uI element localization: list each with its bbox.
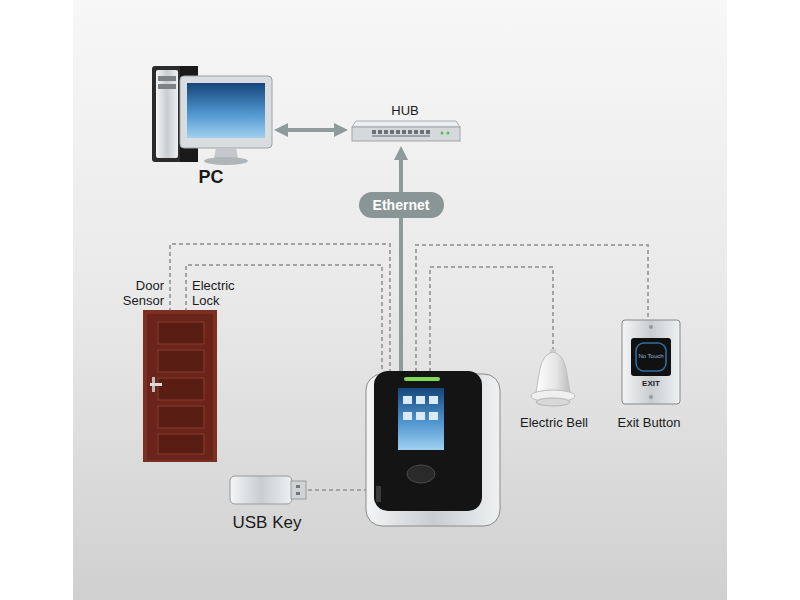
button-caption: No Touch xyxy=(631,352,671,360)
door-icon xyxy=(158,350,204,372)
door-icon xyxy=(147,314,213,460)
hub-icon xyxy=(352,121,460,141)
face-terminal xyxy=(416,396,425,404)
exit-button-icon xyxy=(622,320,680,404)
connector-arrow xyxy=(399,152,403,192)
face-terminal xyxy=(407,465,435,483)
exit-button-icon xyxy=(622,320,680,404)
node-label: Exit Button xyxy=(618,415,681,431)
hub-icon xyxy=(441,132,444,135)
bell-node: Electric Bell xyxy=(510,348,598,436)
pc-icon xyxy=(214,148,238,158)
button-legend: EXIT xyxy=(636,379,666,389)
text-slot: Door Sensor xyxy=(110,278,164,308)
bell-icon xyxy=(536,352,570,392)
door-icon xyxy=(158,378,204,400)
hub-icon xyxy=(390,130,394,134)
node-label: Electric Lock xyxy=(192,278,244,308)
face-terminal xyxy=(398,388,444,450)
node-label: Ethernet xyxy=(373,192,430,218)
exit-button-icon xyxy=(649,325,653,329)
pc-icon xyxy=(158,76,176,81)
usb-key-icon xyxy=(230,476,292,504)
hub-icon xyxy=(372,130,376,134)
pc-icon xyxy=(156,70,178,158)
door-icon xyxy=(143,310,217,462)
ethernet-cable xyxy=(399,218,403,371)
hub-icon xyxy=(447,132,450,135)
node-label: USB Key xyxy=(233,512,302,533)
hub-icon xyxy=(426,130,430,134)
door-icon xyxy=(158,322,204,344)
usb-key-icon xyxy=(230,476,306,504)
node-label: HUB xyxy=(391,103,418,119)
text-slot: PC xyxy=(148,166,274,188)
button-legend: EXIT xyxy=(642,379,660,389)
pc-icon xyxy=(158,84,176,89)
exit-button-node: Exit Button xyxy=(606,316,692,436)
pc-icon xyxy=(187,83,265,138)
door-icon xyxy=(158,406,204,428)
usb-key-icon xyxy=(296,485,300,488)
backdrop-panel xyxy=(73,0,727,600)
bell-icon xyxy=(536,398,570,406)
node-label: PC xyxy=(198,166,223,188)
connector-arrow xyxy=(280,128,342,132)
hub-icon xyxy=(352,121,460,127)
usb-key-icon xyxy=(291,481,306,499)
hub-icon xyxy=(420,130,424,134)
hub-icon xyxy=(352,127,460,141)
ethernet-pill: Ethernet xyxy=(359,192,444,218)
face-terminal xyxy=(404,377,440,381)
bell-icon xyxy=(531,349,575,406)
hub-icon xyxy=(408,130,412,134)
pc-node: PC xyxy=(148,62,274,190)
text-slot: Electric Lock xyxy=(192,278,244,308)
hub-icon xyxy=(414,130,418,134)
exit-button-icon xyxy=(631,338,671,376)
signal-wire xyxy=(430,267,553,372)
face-terminal xyxy=(429,396,438,404)
hub-node: HUB xyxy=(348,100,462,146)
usb-key-node: USB Key xyxy=(222,470,312,538)
face-terminal xyxy=(376,486,381,502)
face-terminal xyxy=(366,371,500,526)
face-terminal xyxy=(416,412,425,420)
node-label: Door Sensor xyxy=(110,278,164,308)
text-slot: Electric Bell xyxy=(510,415,598,431)
door-icon xyxy=(150,383,162,386)
face-terminal xyxy=(429,412,438,420)
signal-wire xyxy=(416,245,648,372)
face-terminal xyxy=(403,396,412,404)
button-caption: No Touch xyxy=(638,352,663,360)
hub-icon xyxy=(378,130,382,134)
text-slot: USB Key xyxy=(222,512,312,533)
text-slot: Ethernet xyxy=(359,192,444,218)
hub-icon xyxy=(396,130,400,134)
pc-icon xyxy=(152,66,272,165)
exit-button-icon xyxy=(649,395,653,399)
node-label: Electric Bell xyxy=(520,415,588,431)
door-node: Door Sensor Electric Lock xyxy=(110,276,245,462)
text-slot: Exit Button xyxy=(606,415,692,431)
exit-button-icon xyxy=(636,343,666,371)
text-slot: HUB xyxy=(348,103,462,119)
face-terminal xyxy=(403,412,412,420)
door-icon xyxy=(158,434,204,454)
pc-icon xyxy=(180,76,272,148)
hub-icon xyxy=(372,135,430,137)
signal-wire xyxy=(308,489,372,491)
pc-icon xyxy=(204,157,248,165)
hub-icon xyxy=(384,130,388,134)
hub-icon xyxy=(402,130,406,134)
door-icon xyxy=(143,310,217,462)
usb-key-icon xyxy=(296,492,300,495)
face-terminal xyxy=(374,371,482,511)
